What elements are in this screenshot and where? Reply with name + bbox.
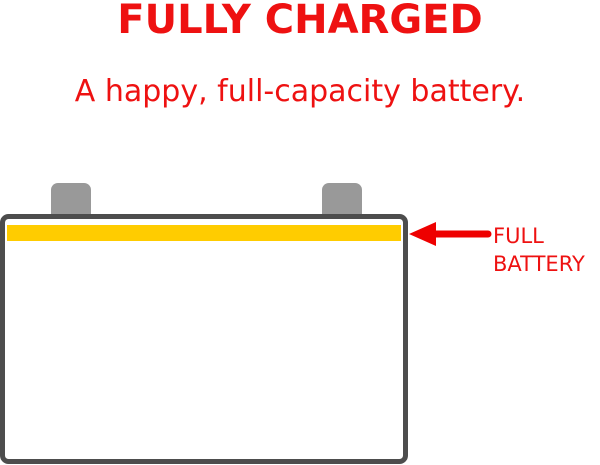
battery-terminal-right <box>322 183 362 223</box>
full-battery-label-line1: FULL <box>493 224 544 248</box>
charge-level-line <box>7 225 401 241</box>
page-subtitle: A happy, full-capacity battery. <box>74 74 526 109</box>
full-battery-label-line2: BATTERY <box>493 252 585 276</box>
page-title: FULLY CHARGED <box>117 0 483 43</box>
battery-terminal-left <box>51 183 91 223</box>
full-battery-label: FULL BATTERY <box>493 222 585 278</box>
battery-body <box>0 214 408 464</box>
arrow-head <box>409 222 436 246</box>
